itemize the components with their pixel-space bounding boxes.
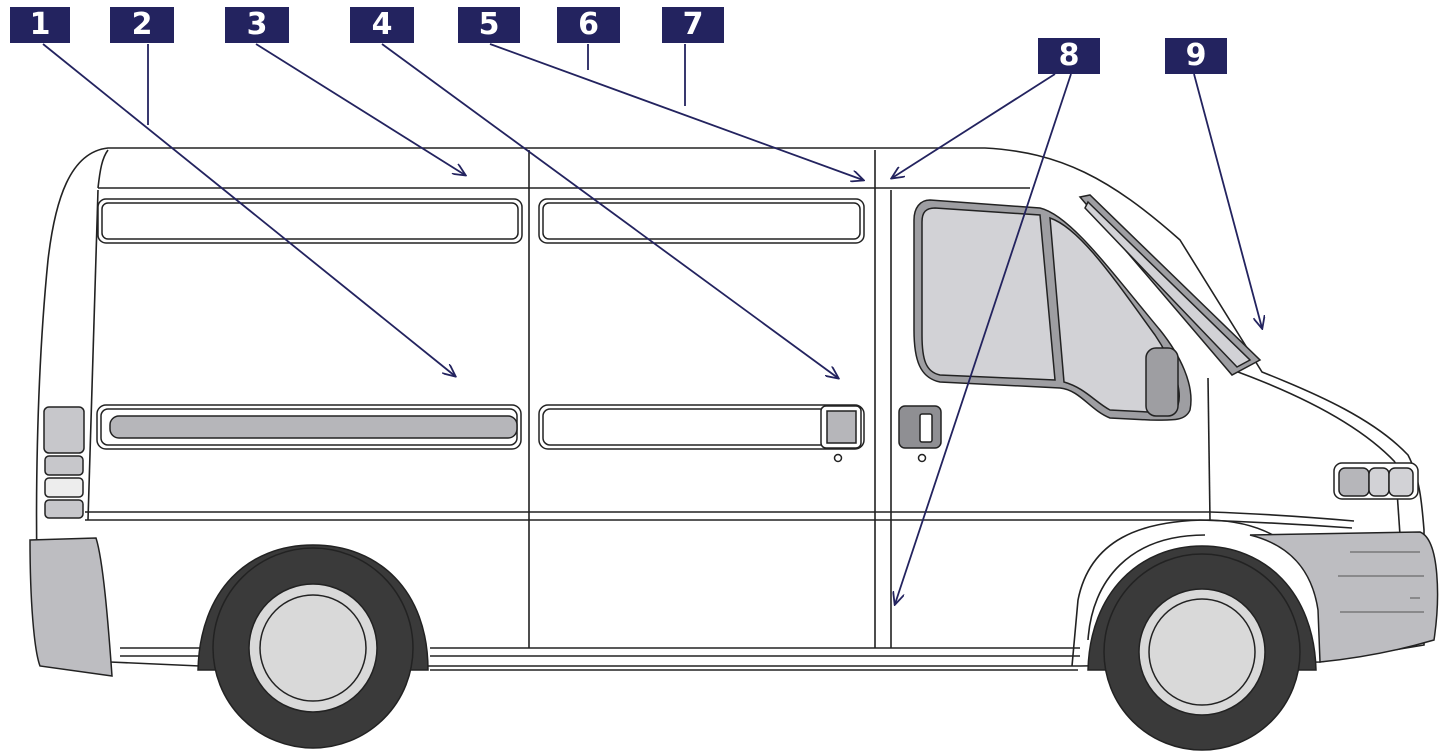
rear-wheel — [197, 544, 429, 749]
belt-line — [85, 511, 1355, 522]
tail-lights — [43, 406, 85, 519]
headlight-lens-2 — [1368, 467, 1390, 497]
headlight — [1333, 462, 1419, 500]
leader-lines — [42, 43, 1262, 604]
callout-4: 4 — [350, 7, 414, 43]
callout-2: 2 — [110, 7, 174, 43]
hood-line — [1237, 371, 1396, 463]
leader-line-5 — [489, 43, 863, 180]
rear-hub — [259, 594, 367, 702]
leader-line-4 — [381, 43, 838, 378]
callout-5: 5 — [458, 7, 520, 43]
sliding-door-lock — [833, 453, 843, 463]
callout-1: 1 — [10, 7, 70, 43]
rear-bumper — [29, 537, 113, 677]
callout-3: 3 — [225, 7, 289, 43]
callout-6: 6 — [557, 7, 620, 43]
callout-9: 9 — [1165, 38, 1227, 74]
cab-door-lock — [917, 453, 927, 463]
headlight-lens-3 — [1388, 467, 1414, 497]
callout-8: 8 — [1038, 38, 1100, 74]
sliding-door-handle — [826, 410, 857, 444]
leader-line-8a — [892, 73, 1056, 178]
bumper-grooves — [1338, 551, 1424, 613]
leader-line-3 — [255, 43, 465, 175]
headlight-lens-1 — [1338, 467, 1370, 497]
rear-edge — [87, 189, 99, 521]
rub-strip — [109, 415, 518, 439]
front-bumper — [1249, 531, 1439, 663]
cab-window-glass-rear — [921, 207, 1056, 381]
tail-light-top — [43, 406, 85, 454]
front-wheel — [1087, 545, 1317, 751]
door-handles — [820, 405, 942, 463]
leader-line-9 — [1193, 73, 1262, 328]
windscreen-glass — [1084, 200, 1252, 368]
cab-door-front-edge — [1207, 377, 1211, 521]
lower-rail-door-inner — [542, 408, 861, 446]
side-mirror — [1145, 347, 1179, 417]
tail-light-3 — [44, 477, 84, 498]
upper-windows — [97, 198, 865, 244]
upper-window-door-inner — [542, 202, 861, 240]
leader-line-8b — [895, 73, 1072, 604]
tail-light-4 — [44, 499, 84, 519]
windscreen — [1078, 194, 1262, 376]
front-arch-inner — [1087, 534, 1206, 641]
callout-7: 7 — [662, 7, 724, 43]
upper-window-rear-inner — [101, 202, 519, 240]
cab-window — [913, 199, 1192, 421]
front-hub — [1148, 598, 1256, 706]
roof-line-rear — [97, 149, 109, 189]
lower-rails — [96, 404, 865, 450]
tail-light-2 — [44, 455, 84, 476]
cab-door-handle — [919, 413, 933, 443]
leader-line-1 — [42, 43, 455, 376]
